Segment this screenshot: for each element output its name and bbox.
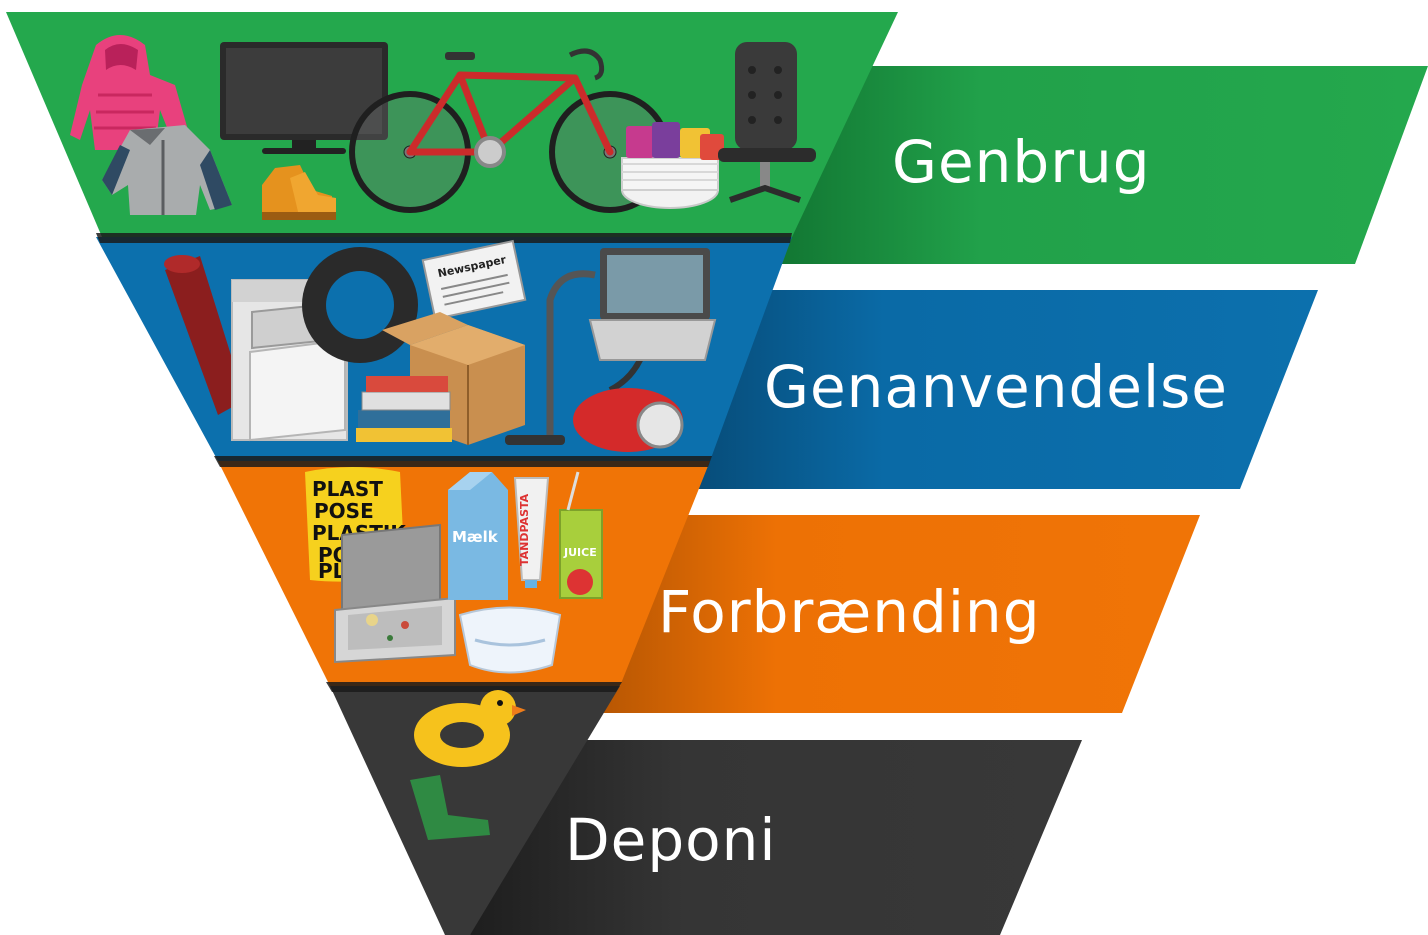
band-genanvendelse: [650, 290, 1318, 489]
label-genanvendelse: Genanvendelse: [764, 353, 1228, 421]
carpet-roll-icon: [164, 255, 245, 415]
mugs-plates-icon: [621, 122, 724, 209]
juice-box-icon: JUICE: [559, 471, 603, 599]
toothpaste-icon: TANDPASTA: [513, 477, 550, 588]
laptop-icon: [588, 248, 717, 361]
rubber-duck-ring-icon: [414, 690, 526, 767]
toothpaste-text: TANDPASTA: [518, 493, 531, 566]
separator-2: [214, 456, 712, 467]
separator-1: [96, 233, 792, 243]
pizza-box-icon: [334, 523, 456, 664]
band-forbraending: [548, 515, 1200, 713]
label-deponi: Deponi: [565, 806, 777, 874]
label-forbraending: Forbrænding: [658, 578, 1041, 646]
milk-text: Mælk: [452, 528, 499, 546]
bag-text-2: POSE: [314, 499, 374, 523]
separator-3: [326, 682, 622, 692]
label-genbrug: Genbrug: [892, 128, 1151, 196]
bag-text-1: PLAST: [312, 477, 383, 501]
funnel-deponi: [330, 686, 620, 935]
jacket-grey-icon: [102, 125, 232, 215]
tv-icon: [220, 42, 388, 154]
diaper-icon: [458, 606, 562, 674]
band-genbrug: [740, 66, 1428, 264]
rubber-boot-icon: [410, 775, 490, 840]
tire-icon: [302, 247, 418, 363]
books-icon: [356, 376, 452, 442]
milk-carton-icon: Mælk: [448, 472, 508, 600]
juice-text: JUICE: [563, 546, 597, 559]
jacket-pink-icon: [70, 35, 188, 150]
band-deponi: [470, 740, 1082, 935]
office-chair-icon: [718, 42, 816, 203]
newspaper-icon: Newspaper: [421, 239, 527, 321]
boots-icon: [262, 165, 336, 220]
